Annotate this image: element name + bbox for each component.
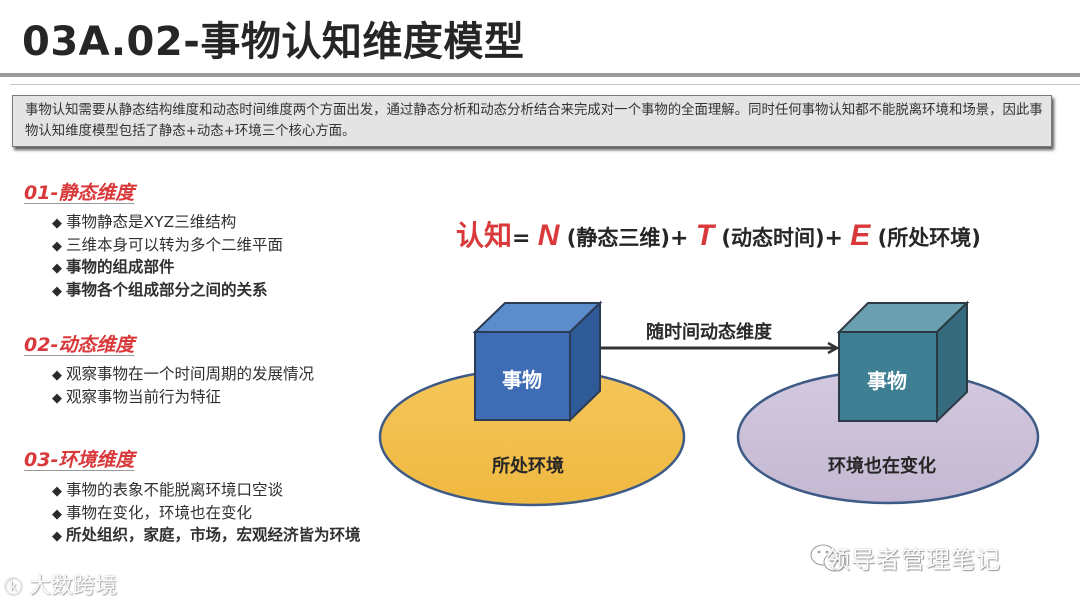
brand-logo-icon: ⓚ (4, 577, 22, 598)
wechat-watermark: 领导者管理笔记 (826, 546, 1001, 574)
title-divider (0, 73, 1080, 77)
bullet-item: ◆事物静态是XYZ三维结构 (52, 213, 237, 231)
bullet-item: ◆事物的表象不能脱离环境口空谈 (52, 481, 284, 499)
formula-equals: = (512, 226, 531, 251)
formula-e: E (850, 219, 871, 252)
diamond-bullet-icon: ◆ (52, 506, 62, 522)
bullet-item: ◆事物各个组成部分之间的关系 (52, 280, 268, 299)
right-cube-icon (836, 300, 970, 424)
diamond-bullet-icon: ◆ (52, 261, 62, 276)
diamond-bullet-icon: ◆ (52, 368, 62, 383)
diamond-bullet-icon: ◆ (52, 283, 62, 299)
formula-n: N (537, 219, 560, 252)
wechat-icon (810, 544, 847, 572)
formula-t-desc: (动态时间) (721, 226, 825, 250)
left-env-label: 所处环境 (492, 456, 564, 477)
page-title: 03A.02-事物认知维度模型 (22, 19, 525, 65)
formula-plus: + (669, 226, 689, 251)
bullet-item: ◆事物的组成部件 (52, 258, 175, 276)
diamond-bullet-icon: ◆ (52, 484, 62, 499)
brand-watermark: ⓚ 大数跨境 (4, 568, 117, 600)
bullet-item: ◆观察事物在一个时间周期的发展情况 (52, 365, 315, 383)
diamond-bullet-icon: ◆ (52, 216, 62, 231)
bullet-item: ◆所处组织，家庭，市场，宏观经济皆为环境 (52, 526, 361, 544)
arrow-label: 随时间动态维度 (646, 322, 772, 343)
section-title-static: 01-静态维度 (24, 182, 135, 204)
bullet-item: ◆观察事物当前行为特征 (52, 387, 222, 406)
section-title-environment: 03-环境维度 (24, 449, 135, 471)
diamond-bullet-icon: ◆ (52, 390, 62, 406)
formula-t: T (695, 219, 715, 252)
right-env-label: 环境也在变化 (828, 456, 936, 477)
bullet-item: ◆三维本身可以转为多个二维平面 (52, 235, 284, 254)
diamond-bullet-icon: ◆ (52, 238, 62, 254)
section-title-dynamic: 02-动态维度 (24, 334, 135, 356)
static-bullet-list: ◆事物静态是XYZ三维结构 ◆三维本身可以转为多个二维平面 ◆事物的组成部件 ◆… (52, 212, 283, 302)
intro-text: 事物认知需要从静态结构维度和动态时间维度两个方面出发，通过静态分析和动态分析结合… (25, 103, 1043, 139)
intro-box: 事物认知需要从静态结构维度和动态时间维度两个方面出发，通过静态分析和动态分析结合… (12, 95, 1052, 147)
brand-name: 大数跨境 (29, 574, 118, 599)
cognition-formula: 认知= N (静态三维)+ T (动态时间)+ E (所处环境) (456, 214, 981, 254)
left-cube-label: 事物 (502, 368, 542, 392)
formula-n-desc: (静态三维) (566, 226, 670, 250)
formula-plus: + (824, 226, 843, 251)
left-cube-icon (472, 300, 603, 423)
bullet-item: ◆事物在变化，环境也在变化 (52, 503, 253, 522)
right-cube-label: 事物 (867, 369, 907, 393)
formula-lhs: 认知 (456, 219, 513, 252)
formula-e-desc: (所处环境) (877, 226, 981, 250)
environment-bullet-list: ◆事物的表象不能脱离环境口空谈 ◆事物在变化，环境也在变化 ◆所处组织，家庭，市… (52, 480, 361, 548)
dynamic-bullet-list: ◆观察事物在一个时间周期的发展情况 ◆观察事物当前行为特征 (52, 364, 314, 409)
diamond-bullet-icon: ◆ (52, 529, 62, 544)
title-divider-thin (10, 84, 1080, 85)
